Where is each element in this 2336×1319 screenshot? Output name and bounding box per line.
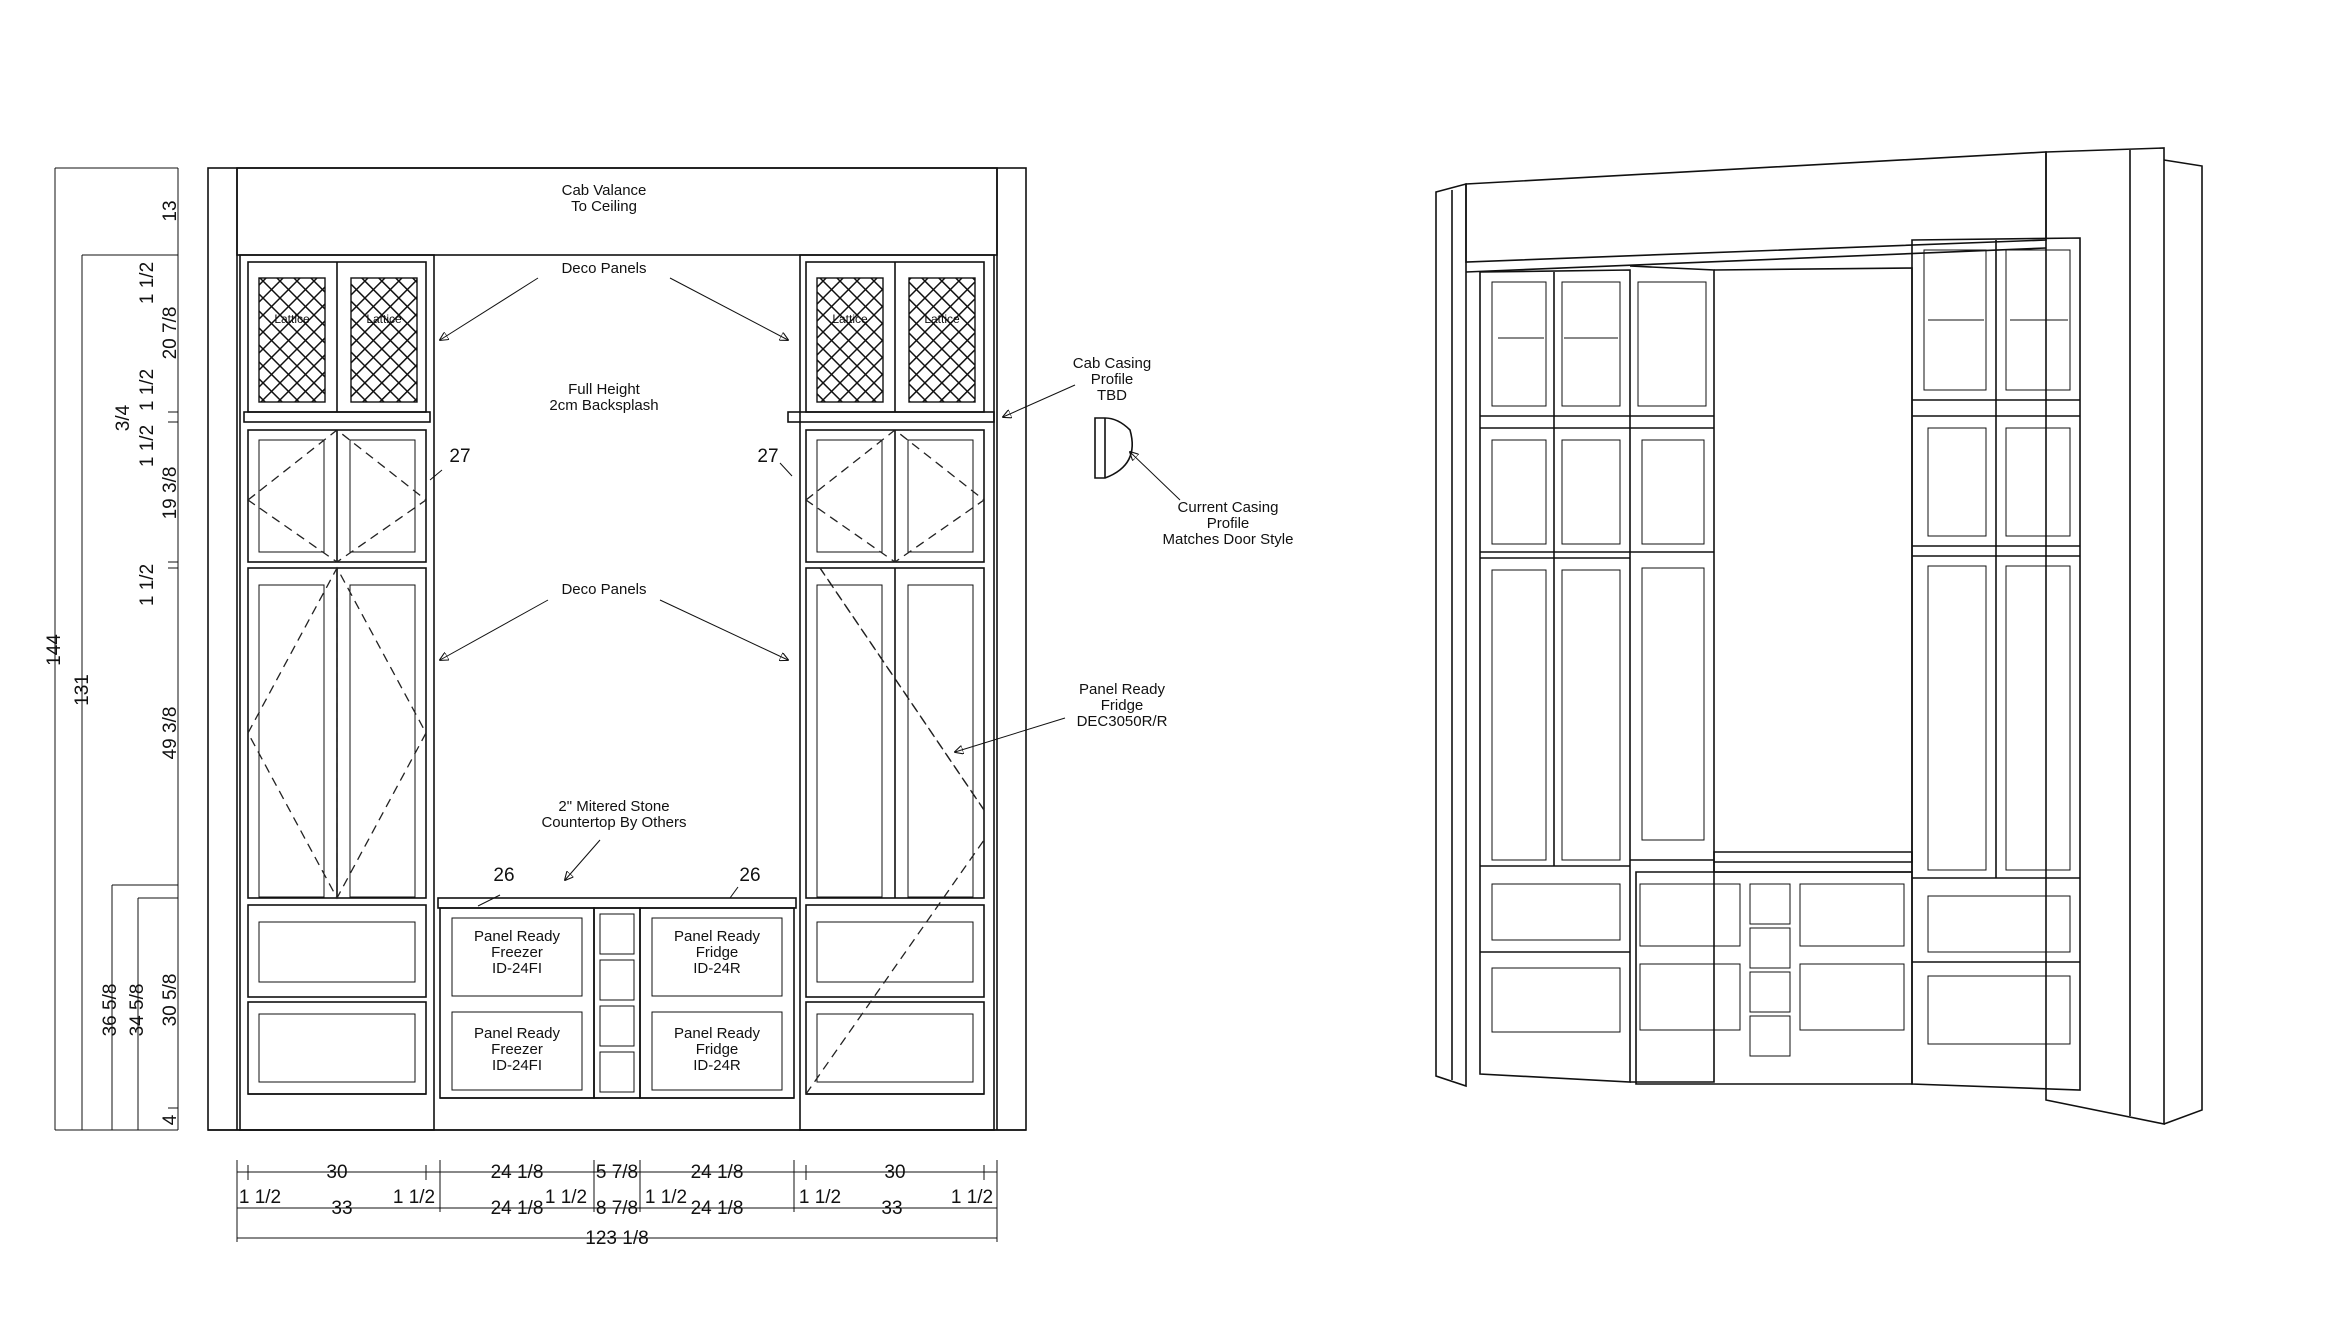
- lattice-panel: [350, 277, 418, 403]
- dim-1-1-2-d: 1 1/2: [137, 564, 158, 606]
- cab-casing-label-3: TBD: [1097, 387, 1127, 404]
- dim-1-1-2-c: 1 1/2: [137, 425, 158, 467]
- dim-1-1-2-b: 1 1/2: [137, 369, 158, 411]
- dim-34-5-8: 34 5/8: [127, 984, 148, 1037]
- freezer-lower-label: Panel Ready: [474, 1025, 560, 1042]
- dim-1-1-2-a: 1 1/2: [137, 262, 158, 304]
- dim-20-7-8: 20 7/8: [160, 307, 181, 360]
- dim-h-30-left: 30: [326, 1162, 347, 1183]
- fridge-label-2: Fridge: [1101, 697, 1144, 714]
- lattice-label: Lattice: [366, 312, 402, 326]
- left-tall-cabinet: [239, 254, 435, 1131]
- dim-h-24-1-8-a: 24 1/8: [491, 1162, 544, 1183]
- lattice-label: Lattice: [924, 312, 960, 326]
- freezer-lower-label-2: Freezer: [491, 1041, 543, 1058]
- dim-h-total: 123 1/8: [585, 1228, 648, 1249]
- current-casing-label-3: Matches Door Style: [1163, 531, 1294, 548]
- fridge-upper-label-3: ID-24R: [693, 960, 741, 977]
- dim-4: 4: [160, 1114, 181, 1125]
- cab-valance-label: Cab Valance: [562, 182, 647, 199]
- dim-144: 144: [44, 634, 65, 666]
- freezer-upper-label: Panel Ready: [474, 928, 560, 945]
- front-elevation: Cab Valance To Ceiling Deco Panels Full …: [207, 167, 1294, 1131]
- dim-h-1-1-2: 1 1/2: [799, 1187, 841, 1208]
- freezer-upper-label-3: ID-24FI: [492, 960, 542, 977]
- leaders: [429, 277, 1181, 907]
- deco-panels-lower-label: Deco Panels: [561, 581, 646, 598]
- right-tall-cabinet: [787, 254, 995, 1131]
- elevation-outline: [207, 167, 1027, 1131]
- current-casing-label: Current Casing: [1178, 499, 1279, 516]
- fridge-upper-label: Panel Ready: [674, 928, 760, 945]
- lattice-panel: [258, 277, 326, 403]
- freezer-upper-label-2: Freezer: [491, 944, 543, 961]
- dim-36-5-8: 36 5/8: [100, 984, 121, 1037]
- casing-profile: [1094, 417, 1134, 479]
- current-casing-label-2: Profile: [1207, 515, 1250, 532]
- lattice-panel: [908, 277, 976, 403]
- depth-26-left: 26: [493, 865, 514, 886]
- fridge-label: Panel Ready: [1079, 681, 1165, 698]
- countertop-label: 2" Mitered Stone: [558, 798, 669, 815]
- dim-h-5-7-8: 5 7/8: [596, 1162, 638, 1183]
- lattice-panel: [816, 277, 884, 403]
- dim-49-3-8: 49 3/8: [160, 707, 181, 760]
- vertical-dimensions: 144 131 13 1 1/2 20 7/8 1 1/2 3/4 1 1/2 …: [44, 167, 181, 1131]
- fridge-lower-label-2: Fridge: [696, 1041, 739, 1058]
- perspective-view: [1435, 147, 2203, 1125]
- fridge-lower-label-3: ID-24R: [693, 1057, 741, 1074]
- dim-h-24-1-8-c: 24 1/8: [491, 1198, 544, 1219]
- countertop-label-2: Countertop By Others: [541, 814, 686, 831]
- dim-19-3-8: 19 3/8: [160, 467, 181, 520]
- backsplash-label: Full Height: [568, 381, 641, 398]
- dim-131: 131: [72, 674, 93, 706]
- deco-panels-upper-label: Deco Panels: [561, 260, 646, 277]
- fridge-upper-label-2: Fridge: [696, 944, 739, 961]
- cab-casing-label-2: Profile: [1091, 371, 1134, 388]
- cab-casing-label: Cab Casing: [1073, 355, 1151, 372]
- dim-3-4: 3/4: [113, 404, 134, 431]
- dim-30-5-8: 30 5/8: [160, 974, 181, 1027]
- dim-h-1-1-2: 1 1/2: [951, 1187, 993, 1208]
- dim-h-24-1-8-d: 24 1/8: [691, 1198, 744, 1219]
- dim-h-33-right: 33: [881, 1198, 902, 1219]
- depth-26-right: 26: [739, 865, 760, 886]
- center-base: [437, 897, 797, 1099]
- fridge-lower-label: Panel Ready: [674, 1025, 760, 1042]
- depth-27-right: 27: [757, 446, 778, 467]
- dim-h-1-1-2: 1 1/2: [645, 1187, 687, 1208]
- dim-h-1-1-2: 1 1/2: [393, 1187, 435, 1208]
- dim-h-24-1-8-b: 24 1/8: [691, 1162, 744, 1183]
- dim-h-30-right: 30: [884, 1162, 905, 1183]
- dim-13: 13: [160, 200, 181, 221]
- dim-h-8-7-8: 8 7/8: [596, 1198, 638, 1219]
- dim-h-1-1-2: 1 1/2: [239, 1187, 281, 1208]
- freezer-lower-label-3: ID-24FI: [492, 1057, 542, 1074]
- dim-h-1-1-2: 1 1/2: [545, 1187, 587, 1208]
- dim-h-33-left: 33: [331, 1198, 352, 1219]
- backsplash-label-2: 2cm Backsplash: [549, 397, 658, 414]
- cab-valance-label-2: To Ceiling: [571, 198, 637, 215]
- fridge-label-3: DEC3050R/R: [1077, 713, 1168, 730]
- lattice-label: Lattice: [832, 312, 868, 326]
- horizontal-dimensions: 30 24 1/8 5 7/8 24 1/8 30 1 1/2 1 1/2 1 …: [236, 1160, 998, 1249]
- lattice-label: Lattice: [274, 312, 310, 326]
- depth-27-left: 27: [449, 446, 470, 467]
- valance: [236, 167, 998, 256]
